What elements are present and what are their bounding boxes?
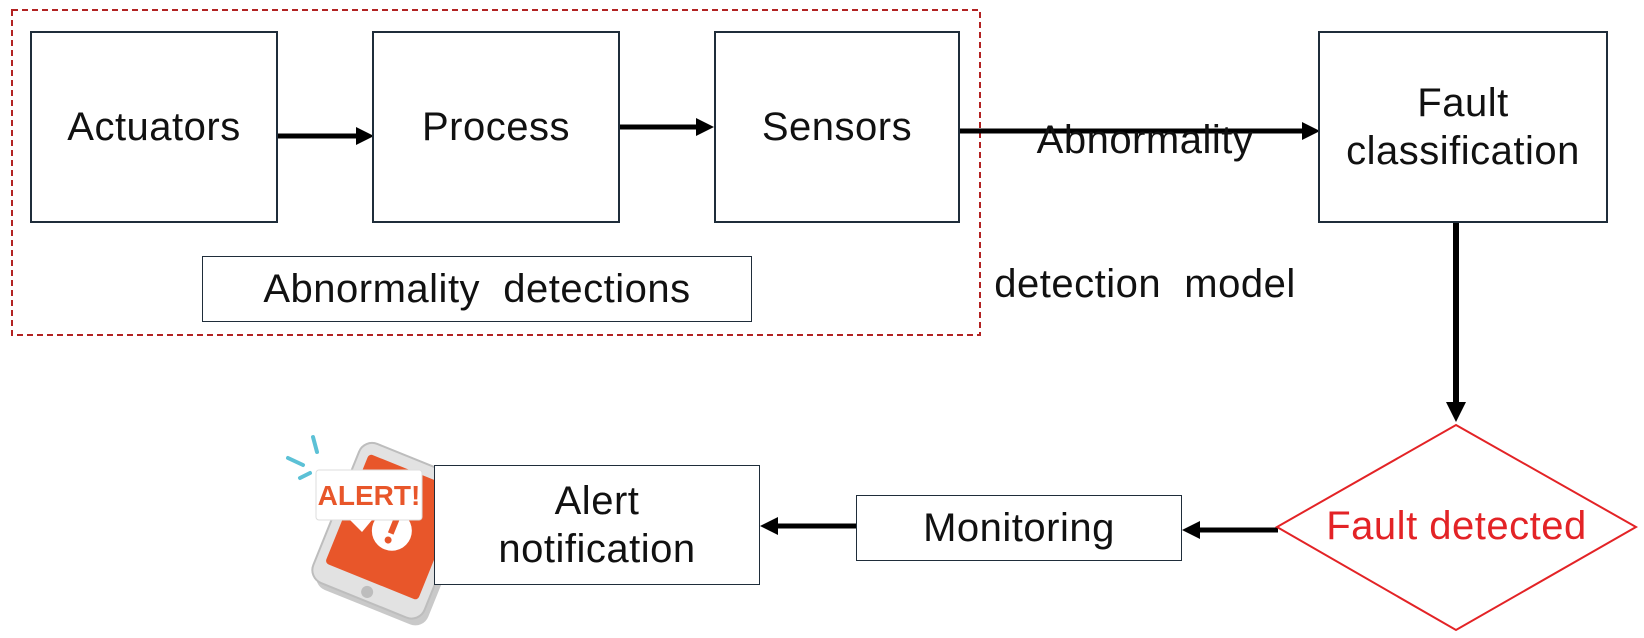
arrowhead-detected-to-monitoring <box>1182 521 1200 539</box>
detection-model-label: Abnormality detection model <box>980 20 1310 404</box>
sensors-label: Sensors <box>761 105 913 149</box>
fault-detected-diamond <box>1274 423 1639 632</box>
abnormality-detections-label: Abnormality detections <box>263 267 691 311</box>
actuators-label: Actuators <box>67 105 241 149</box>
fault-classification-line2: classification <box>1346 129 1580 173</box>
arrowhead-monitoring-to-alert <box>760 517 778 535</box>
abnormality-detections-box: Abnormality detections <box>202 256 752 322</box>
alert-icon-text: ALERT! <box>318 480 421 511</box>
detection-model-line2: detection model <box>994 262 1296 306</box>
monitoring-box: Monitoring <box>856 495 1182 561</box>
actuators-box: Actuators <box>30 31 278 223</box>
arrowhead-process-to-sensors <box>696 118 714 136</box>
monitoring-label: Monitoring <box>923 506 1115 550</box>
arrowhead-actuators-to-process <box>356 127 374 145</box>
sensors-box: Sensors <box>714 31 960 223</box>
alert-notification-line1: Alert <box>554 479 640 523</box>
arrowhead-classification-to-detected <box>1446 402 1466 422</box>
alert-notification-line2: notification <box>498 527 696 571</box>
fault-detected-label: Fault detected <box>1277 502 1636 550</box>
fault-classification-box: Fault classification <box>1318 31 1608 223</box>
detection-model-line1: Abnormality <box>1036 118 1254 162</box>
fault-classification-line1: Fault <box>1417 81 1509 125</box>
fault-detected-text: Fault detected <box>1326 504 1587 548</box>
process-label: Process <box>422 105 570 149</box>
arrowhead-sensors-to-classification <box>1302 122 1320 140</box>
alert-notification-box: Alert notification <box>434 465 760 585</box>
process-box: Process <box>372 31 620 223</box>
abnormality-detections-group <box>11 9 981 336</box>
